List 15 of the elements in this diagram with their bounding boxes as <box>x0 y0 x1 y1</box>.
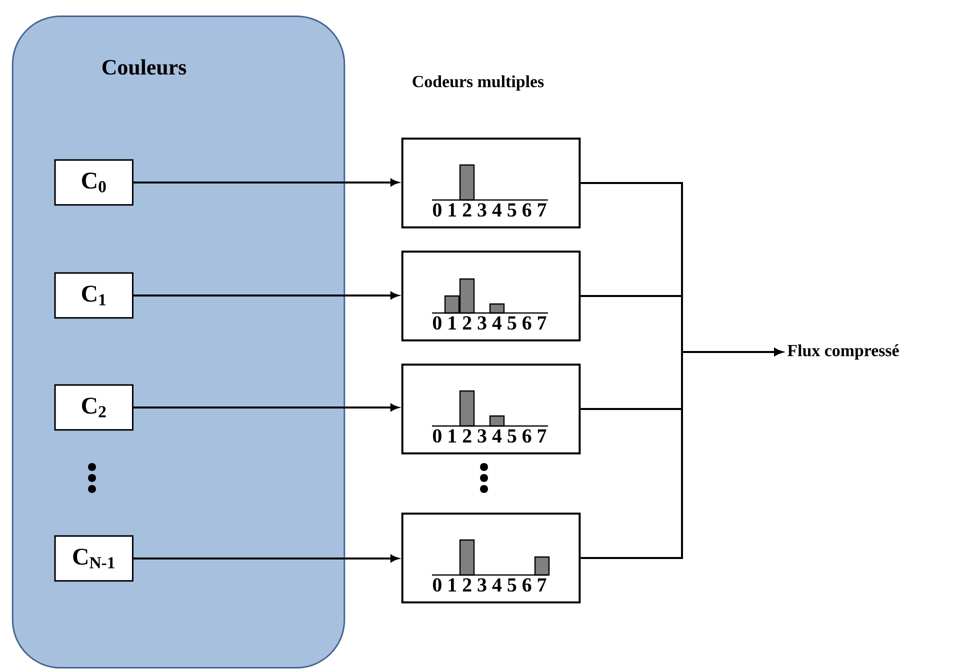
input-box: C$_{N-1}$ <box>54 535 134 582</box>
input-box: C$_{2}$ <box>54 384 134 431</box>
arrow <box>133 292 399 300</box>
input-box: C$_{0}$ <box>54 159 134 206</box>
arrow <box>133 404 399 412</box>
input-box: C$_{1}$ <box>54 272 134 319</box>
output-label: Flux compressé <box>788 344 899 360</box>
column-heading: Codeurs multiples <box>412 75 544 91</box>
arrow <box>133 554 399 562</box>
encoder-box: 0 1 2 3 4 5 6 7 <box>401 250 581 342</box>
arrow <box>580 348 782 559</box>
encoder-box: 0 1 2 3 4 5 6 7 <box>401 364 581 454</box>
arrow <box>133 178 399 186</box>
encoder-box: 0 1 2 3 4 5 6 7 <box>401 512 581 604</box>
encoder-box: 0 1 2 3 4 5 6 7 <box>401 138 581 228</box>
